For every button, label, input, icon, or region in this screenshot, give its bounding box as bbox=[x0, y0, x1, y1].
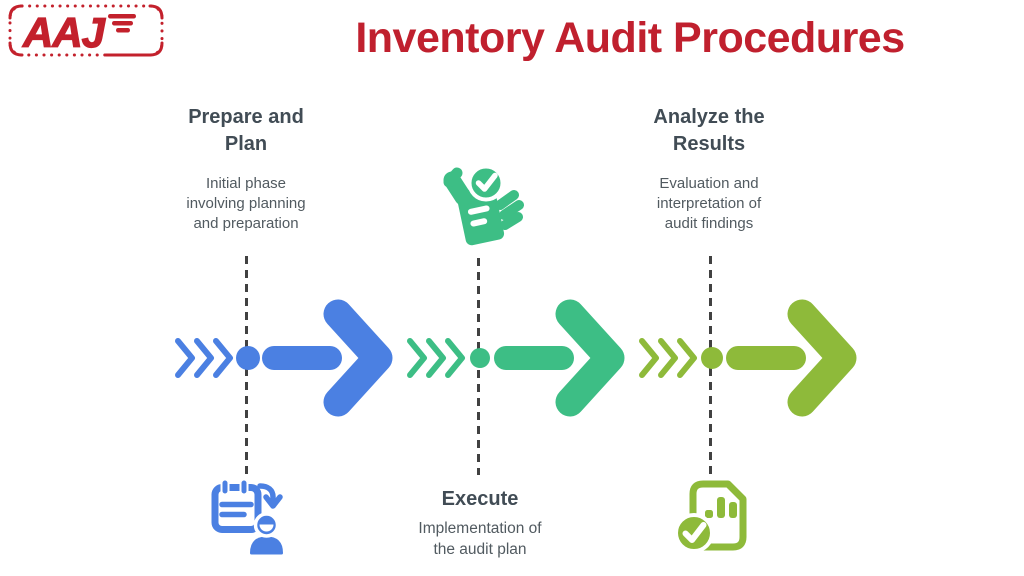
step-description-analyze-the-results: Evaluation and interpretation of audit f… bbox=[656, 175, 762, 232]
check-mark-icon bbox=[475, 172, 498, 192]
step-description-execute: Implementation of the audit plan bbox=[418, 520, 542, 558]
left-hand bbox=[443, 167, 472, 206]
right-hand bbox=[495, 190, 524, 230]
logo-dotted-border bbox=[8, 4, 164, 57]
page-title: Inventory Audit Procedures bbox=[355, 14, 905, 62]
checklist-approval-icon bbox=[443, 164, 524, 246]
step-description-prepare-and-plan: Initial phase involving planning and pre… bbox=[186, 175, 306, 232]
big-right-arrow-icon bbox=[494, 299, 625, 417]
triple-chevron-icon bbox=[175, 338, 233, 378]
triple-chevron-icon bbox=[639, 338, 697, 378]
logo-speed-lines-icon bbox=[108, 14, 136, 33]
aaj-logo: AAJ bbox=[8, 4, 164, 57]
user-smile bbox=[259, 524, 274, 532]
report-check-icon bbox=[674, 480, 747, 553]
step-heading-analyze-the-results: Analyze the Results bbox=[653, 106, 765, 155]
timeline-dot bbox=[701, 347, 723, 369]
flow-arrow-step-2 bbox=[407, 299, 625, 417]
flow-arrow-step-1 bbox=[175, 299, 393, 417]
curved-down-arrow-icon bbox=[257, 483, 283, 509]
timeline-dot bbox=[470, 348, 490, 368]
user-shoulders bbox=[250, 536, 283, 555]
check-mark-icon bbox=[682, 522, 707, 543]
clipboard-user-icon bbox=[211, 478, 283, 555]
step-heading-execute: Execute bbox=[441, 488, 519, 510]
timeline-dot bbox=[236, 346, 260, 370]
triple-chevron-icon bbox=[407, 338, 465, 378]
flow-arrow-step-3 bbox=[639, 299, 857, 417]
big-right-arrow-icon bbox=[726, 299, 857, 417]
mini-bar-chart-icon bbox=[705, 497, 737, 518]
big-right-arrow-icon bbox=[262, 299, 393, 417]
logo-text: AAJ bbox=[22, 9, 107, 56]
step-heading-prepare-and-plan: Prepare and Plan bbox=[188, 106, 304, 155]
